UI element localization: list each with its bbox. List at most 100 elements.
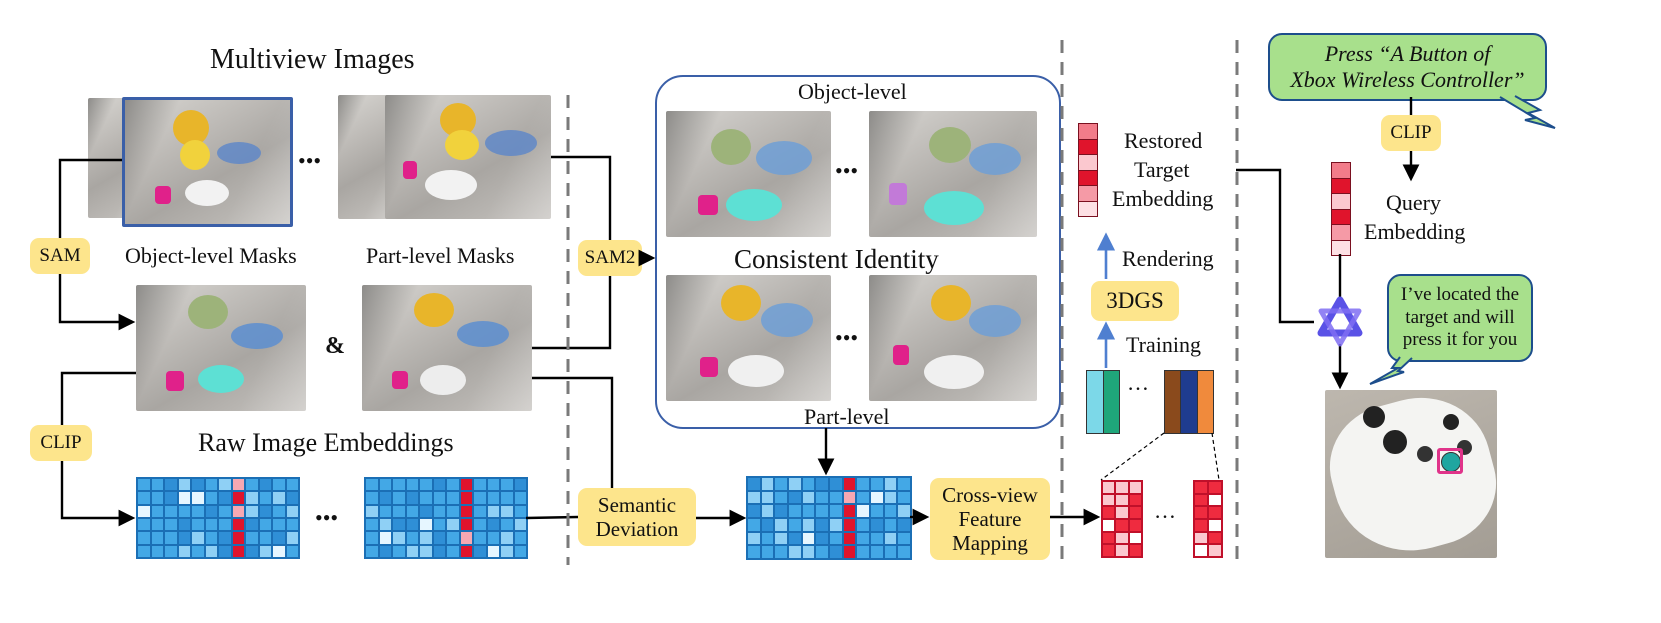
part-level-label: Part-level — [804, 404, 890, 429]
embedding-cell — [259, 545, 271, 557]
embedding-cell — [460, 505, 472, 517]
embedding-cell — [843, 546, 856, 558]
embedding-cell — [286, 505, 298, 517]
embedding-cell — [474, 479, 486, 491]
semantic-deviation-module: Semantic Deviation — [578, 488, 696, 546]
embedding-cell — [379, 492, 391, 504]
embedding-cell — [420, 532, 432, 544]
embedding-cell — [460, 479, 472, 491]
embedding-cell — [379, 532, 391, 544]
embedding-cell — [420, 505, 432, 517]
cross-view-line-2: Feature — [958, 506, 1022, 531]
embedding-cell — [259, 518, 271, 531]
embedding-cell — [843, 519, 856, 531]
embedding-cell — [775, 491, 787, 504]
embedding-cell — [487, 479, 499, 491]
embedding-cell — [775, 532, 787, 545]
embedding-cell — [775, 478, 787, 490]
mapped-feature-cell — [1129, 520, 1141, 531]
embedding-cell — [802, 505, 815, 517]
embedding-cell — [447, 492, 459, 504]
embedding-cell — [232, 479, 244, 491]
response-speech-bubble: I’ve located the target and will press i… — [1387, 274, 1533, 362]
embedding-cell — [433, 545, 445, 557]
embedding-cell — [393, 492, 405, 504]
embedding-cell — [273, 518, 285, 531]
mapped-feature-cell — [1116, 507, 1128, 518]
embedding-cell — [857, 532, 869, 545]
embedding-cell — [447, 479, 459, 491]
embedding-cell — [514, 505, 526, 517]
mapped-feature-cell — [1209, 507, 1221, 518]
embedding-cell — [205, 545, 217, 557]
embedding-cell — [286, 518, 298, 531]
restored-target-embedding-line-1: Restored — [1124, 128, 1203, 153]
embedding-cell — [830, 505, 842, 517]
embedding-cell — [843, 478, 856, 490]
mapped-feature-cell — [1195, 482, 1207, 493]
embedding-cell — [232, 505, 244, 517]
ellipsis-mapped: … — [1154, 498, 1176, 523]
cross-view-line-1: Cross-view — [942, 482, 1038, 507]
embedding-cell — [802, 491, 815, 504]
embedding-cell — [501, 532, 513, 544]
embedding-cell — [474, 505, 486, 517]
embedding-cell — [205, 492, 217, 504]
embedding-cell — [165, 518, 177, 531]
consistent-identity-frame — [655, 75, 1061, 429]
embedding-cell — [259, 505, 271, 517]
embedding-cell — [138, 532, 150, 544]
embedding-cell — [178, 479, 190, 491]
mapped-feature-cell — [1209, 494, 1221, 506]
embedding-cell — [501, 545, 513, 557]
embedding-cell — [789, 519, 801, 531]
embedding-cell — [761, 532, 774, 545]
embedding-cell — [219, 545, 231, 557]
object-level-masks-label: Object-level Masks — [125, 243, 297, 268]
embedding-cell — [748, 505, 760, 517]
mapped-feature-grid-1 — [1101, 480, 1143, 558]
sam-module: SAM — [30, 238, 90, 274]
embedding-cell — [219, 505, 231, 517]
embedding-cell — [165, 479, 177, 491]
embedding-cell — [514, 479, 526, 491]
mapped-feature-cell — [1129, 545, 1141, 556]
embedding-cell — [871, 546, 883, 558]
sam-to-masks-arrow — [58, 274, 136, 331]
embedding-cell — [816, 478, 828, 490]
mapped-feature-cell — [1116, 482, 1128, 493]
clip-to-embedding-arrow — [60, 461, 136, 527]
embedding-cell — [884, 532, 897, 545]
embedding-cell — [246, 518, 258, 531]
embedding-cell — [273, 492, 285, 504]
embedding-cell — [487, 505, 499, 517]
embedding-cell — [138, 479, 150, 491]
embedding-cell — [192, 492, 204, 504]
embedding-cell — [474, 532, 486, 544]
clip-module-left: CLIP — [30, 425, 92, 461]
semantic-deviation-line-1: Semantic — [597, 492, 677, 517]
embedding-cell — [884, 491, 897, 504]
ampersand: & — [325, 333, 345, 359]
embedding-cell — [775, 546, 787, 558]
embedding-cell — [165, 492, 177, 504]
embedding-cell — [460, 532, 472, 544]
embedding-cell — [433, 479, 445, 491]
mapped-feature-cell — [1103, 545, 1115, 556]
embedding-cell — [898, 546, 910, 558]
embedding-cell — [514, 532, 526, 544]
mapped-feature-cell — [1195, 545, 1207, 556]
part-mask-to-sam2-line — [532, 276, 612, 350]
mapped-feature-cell — [1209, 520, 1221, 531]
embedding-cell — [420, 545, 432, 557]
embedding-cell — [857, 491, 869, 504]
embedding-cell — [884, 546, 897, 558]
embedding-cell — [151, 545, 163, 557]
embedding-cell — [286, 545, 298, 557]
embedding-cell — [151, 532, 163, 544]
mapped-feature-cell — [1129, 532, 1141, 544]
embedding-cell — [165, 532, 177, 544]
mapped-feature-cell — [1209, 545, 1221, 556]
embedding-cell — [192, 518, 204, 531]
raw-embedding-grid-2 — [364, 477, 528, 559]
